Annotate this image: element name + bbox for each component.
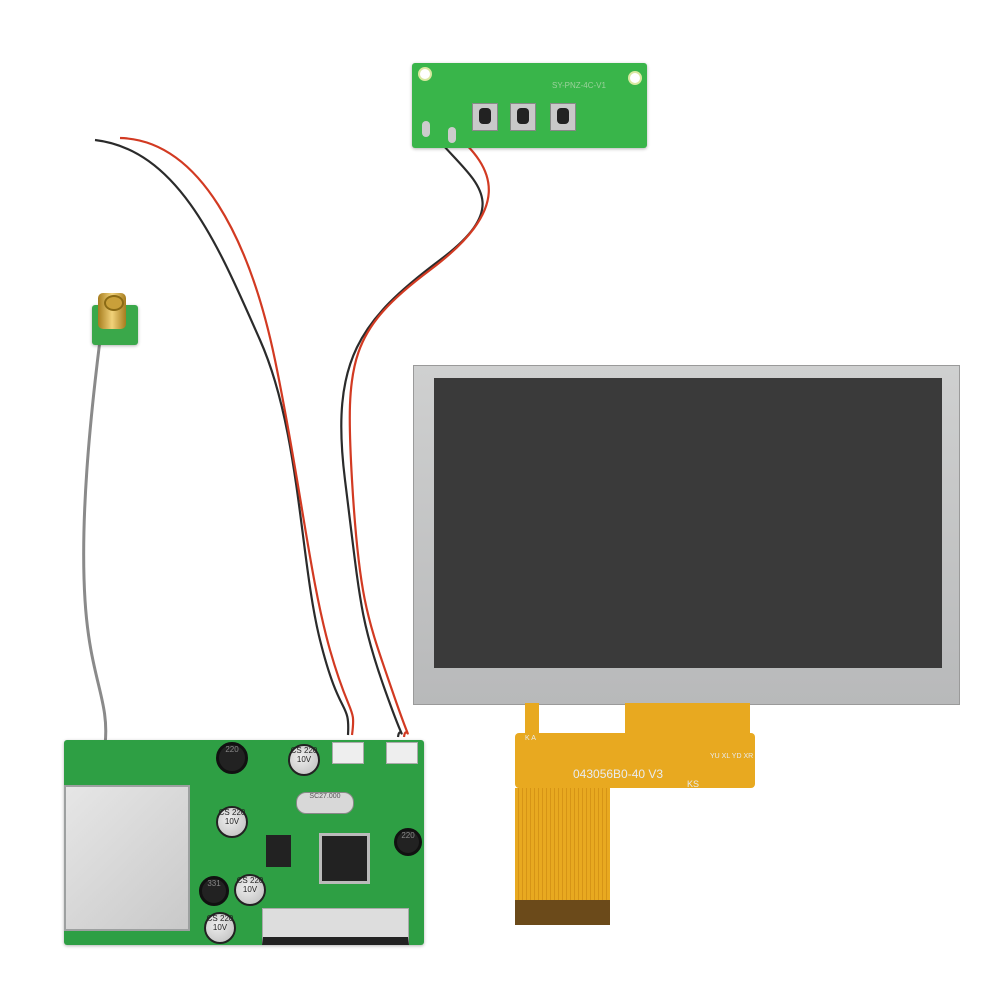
backlight-pins-label: K A (525, 735, 536, 742)
inductor-220-top: 220 (216, 742, 248, 774)
button-board-silkscreen: SY-PNZ-4C-V1 (552, 81, 606, 90)
inductor-331: 331 (199, 876, 229, 906)
touch-pins-label: YU XL YD XR (710, 753, 754, 760)
main-ic-chip (319, 833, 370, 884)
fpc-contacts (515, 900, 610, 925)
sma-connector-tip (104, 295, 124, 311)
solder-pad-right (448, 127, 456, 143)
fpc-connector (262, 908, 409, 945)
fpc-main: 043056B0-40 V3 KS YU XL YD XR K A (515, 733, 755, 789)
lcd-screen (434, 378, 942, 668)
fpc-top-strip (625, 703, 750, 733)
lcd-panel (413, 365, 960, 705)
fpc-tail (515, 788, 610, 900)
button-board: SY-PNZ-4C-V1 (412, 63, 647, 148)
tact-button-2[interactable] (510, 103, 536, 131)
mount-hole-right (628, 71, 642, 85)
fpc-label: 043056B0-40 V3 (573, 767, 664, 781)
capacitor-bottom: CS 220 10V (204, 912, 236, 944)
fpc-mark: KS (687, 779, 700, 789)
soic-chip (266, 835, 291, 867)
capacitor-top: CS 220 10V (288, 744, 320, 776)
wire-connector-left (332, 742, 364, 764)
crystal-oscillator: SC27.000 (296, 792, 354, 814)
wire-connector-right (386, 742, 418, 764)
rf-shield (64, 785, 190, 931)
antenna-board (92, 293, 138, 345)
tact-button-3[interactable] (550, 103, 576, 131)
inductor-220-right: 220 (394, 828, 422, 856)
capacitor-middle-left: CS 220 10V (216, 806, 248, 838)
capacitor-middle: CS 220 10V (234, 874, 266, 906)
fpc-backlight-tail (525, 703, 539, 733)
receiver-board: 220 CS 220 10V CS 220 10V 331 CS 220 10V… (64, 740, 424, 945)
mount-hole-left (418, 67, 432, 81)
tact-button-1[interactable] (472, 103, 498, 131)
solder-pad-left (422, 121, 430, 137)
